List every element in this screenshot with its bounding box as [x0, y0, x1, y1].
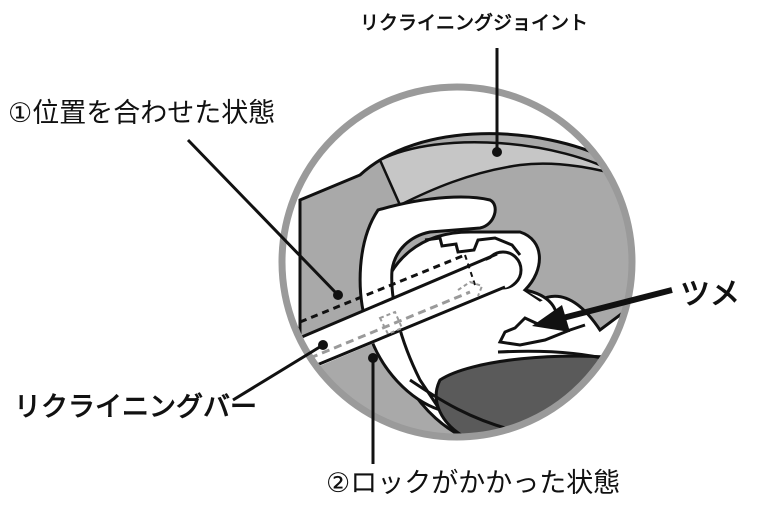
leader-bar-dot [318, 340, 328, 350]
locked-bar-ghost-hook [457, 280, 484, 297]
pawl-arrow-head [532, 305, 570, 332]
pawl-arrow-shaft [554, 287, 673, 323]
upper-hook-teeth [424, 236, 522, 256]
leader-aligned [186, 138, 340, 297]
locked-bar-ghost [309, 290, 471, 360]
label-aligned-state: ①位置を合わせた状態 [8, 98, 276, 129]
aligned-bar-dashed-top [299, 253, 466, 324]
leader-bar [232, 343, 324, 402]
recliner-bar-edge-bottom [299, 285, 506, 374]
magnifier-circle [278, 83, 636, 441]
seat-shadow [434, 354, 632, 437]
label-recliner-bar: リクライニングバー [14, 392, 257, 423]
locked-bar-ghost-tab [378, 310, 404, 336]
recliner-bar-edge-top [289, 252, 498, 344]
label-recliner-joint: リクライニングジョイント [360, 12, 589, 34]
leader-aligned-dot [333, 290, 343, 300]
label-locked-state: ②ロックがかかった状態 [326, 468, 621, 499]
recliner-joint-inner-plate [378, 140, 621, 207]
magnified-view [282, 87, 632, 437]
label-pawl: ツメ [680, 277, 740, 312]
leader-locked-dot [368, 353, 378, 363]
leader-joint-dot [492, 147, 502, 157]
